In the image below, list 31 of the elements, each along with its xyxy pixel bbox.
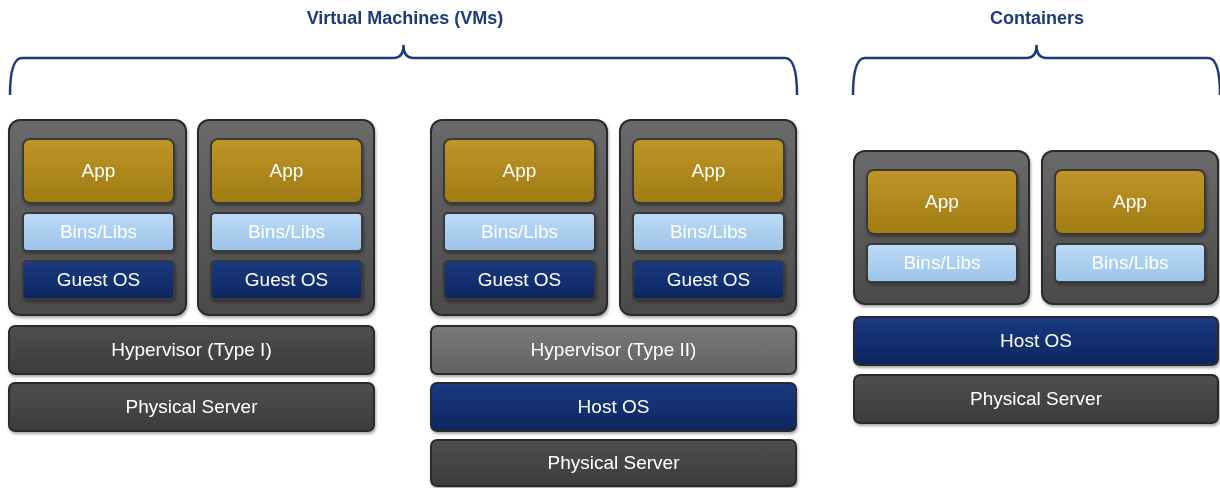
libs-layer: Bins/Libs bbox=[443, 212, 596, 252]
app-layer: App bbox=[22, 138, 175, 204]
vm-card bbox=[8, 119, 187, 316]
libs-layer: Bins/Libs bbox=[632, 212, 785, 252]
hypervisor-layer: Hypervisor (Type II) bbox=[430, 325, 797, 375]
group-heading: Virtual Machines (VMs) bbox=[306, 8, 504, 29]
guest-os-layer: Guest OS bbox=[632, 260, 785, 300]
vm-card bbox=[197, 119, 375, 316]
libs-layer: Bins/Libs bbox=[866, 243, 1018, 283]
vm-card bbox=[1041, 150, 1219, 305]
vm-card bbox=[853, 150, 1030, 305]
libs-layer: Bins/Libs bbox=[210, 212, 363, 252]
server-layer: Physical Server bbox=[8, 382, 375, 432]
server-layer: Physical Server bbox=[853, 374, 1219, 424]
libs-layer: Bins/Libs bbox=[1054, 243, 1206, 283]
app-layer: App bbox=[443, 138, 596, 204]
guest-os-layer: Guest OS bbox=[22, 260, 175, 300]
app-layer: App bbox=[1054, 169, 1206, 235]
guest-os-layer: Guest OS bbox=[210, 260, 363, 300]
app-layer: App bbox=[632, 138, 785, 204]
server-layer: Physical Server bbox=[430, 439, 797, 487]
vm-card bbox=[619, 119, 797, 316]
libs-layer: Bins/Libs bbox=[22, 212, 175, 252]
guest-os-layer: Guest OS bbox=[443, 260, 596, 300]
vm-card bbox=[430, 119, 608, 316]
app-layer: App bbox=[210, 138, 363, 204]
group-heading: Containers bbox=[990, 8, 1084, 29]
app-layer: App bbox=[866, 169, 1018, 235]
host-os-layer: Host OS bbox=[853, 316, 1219, 366]
hypervisor-layer: Hypervisor (Type I) bbox=[8, 325, 375, 375]
host-os-layer: Host OS bbox=[430, 382, 797, 432]
